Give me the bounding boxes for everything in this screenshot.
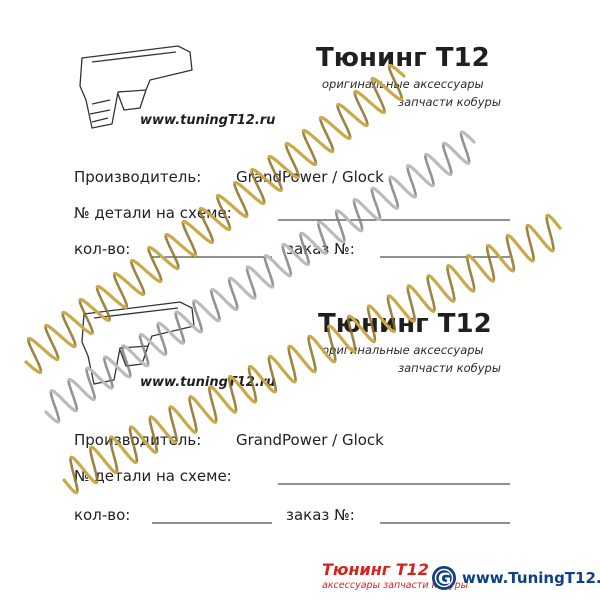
footer-tagline: аксессуары запчасти кобуры: [322, 580, 469, 591]
card-bottom-order-label: заказ №:: [286, 506, 355, 524]
silver-spring: [44, 130, 476, 424]
brass-spring-top: [26, 66, 404, 373]
card-top-subtitle-2: запчасти кобуры: [398, 95, 501, 109]
card-top-url: www.tuningT12.ru: [140, 113, 275, 128]
springs-group: [26, 66, 560, 493]
brass-spring-bottom-front-wire: [62, 213, 562, 495]
card-bottom-subtitle-1: оригинальные аксессуары: [322, 343, 484, 357]
footer-bar: Тюнинг T12 аксессуары запчасти кобуры G …: [322, 560, 600, 591]
card-bottom-url: www.tuningT12.ru: [140, 375, 275, 390]
footer-logo-icon: G: [432, 566, 456, 590]
card-bottom-subtitle-2: запчасти кобуры: [398, 361, 501, 375]
footer-logo-letter: G: [438, 569, 451, 588]
brass-spring-top-front-wire: [24, 63, 406, 375]
footer-brand: Тюнинг T12: [322, 560, 429, 579]
card-bottom-qty-label: кол-во:: [74, 506, 130, 524]
card-bottom-manufacturer-value: GrandPower / Glock: [236, 431, 384, 449]
footer-url: www.TuningT12.ru: [462, 569, 600, 587]
card-top-qty-label: кол-во:: [74, 240, 130, 258]
card-top-brand: Тюнинг T12: [316, 43, 490, 73]
silver-spring-front-wire: [44, 130, 476, 424]
card-top-manufacturer-label: Производитель:: [74, 168, 201, 186]
pistol-logo-top: [79, 45, 193, 129]
brass-spring-bottom: [62, 213, 562, 495]
card-top-manufacturer-value: GrandPower / Glock: [236, 168, 384, 186]
label-card-top: Тюнинг T12 оригинальные аксессуары запча…: [74, 43, 510, 258]
card-top-part-label: № детали на схеме:: [74, 204, 232, 222]
card-top-subtitle-1: оригинальные аксессуары: [322, 77, 484, 91]
